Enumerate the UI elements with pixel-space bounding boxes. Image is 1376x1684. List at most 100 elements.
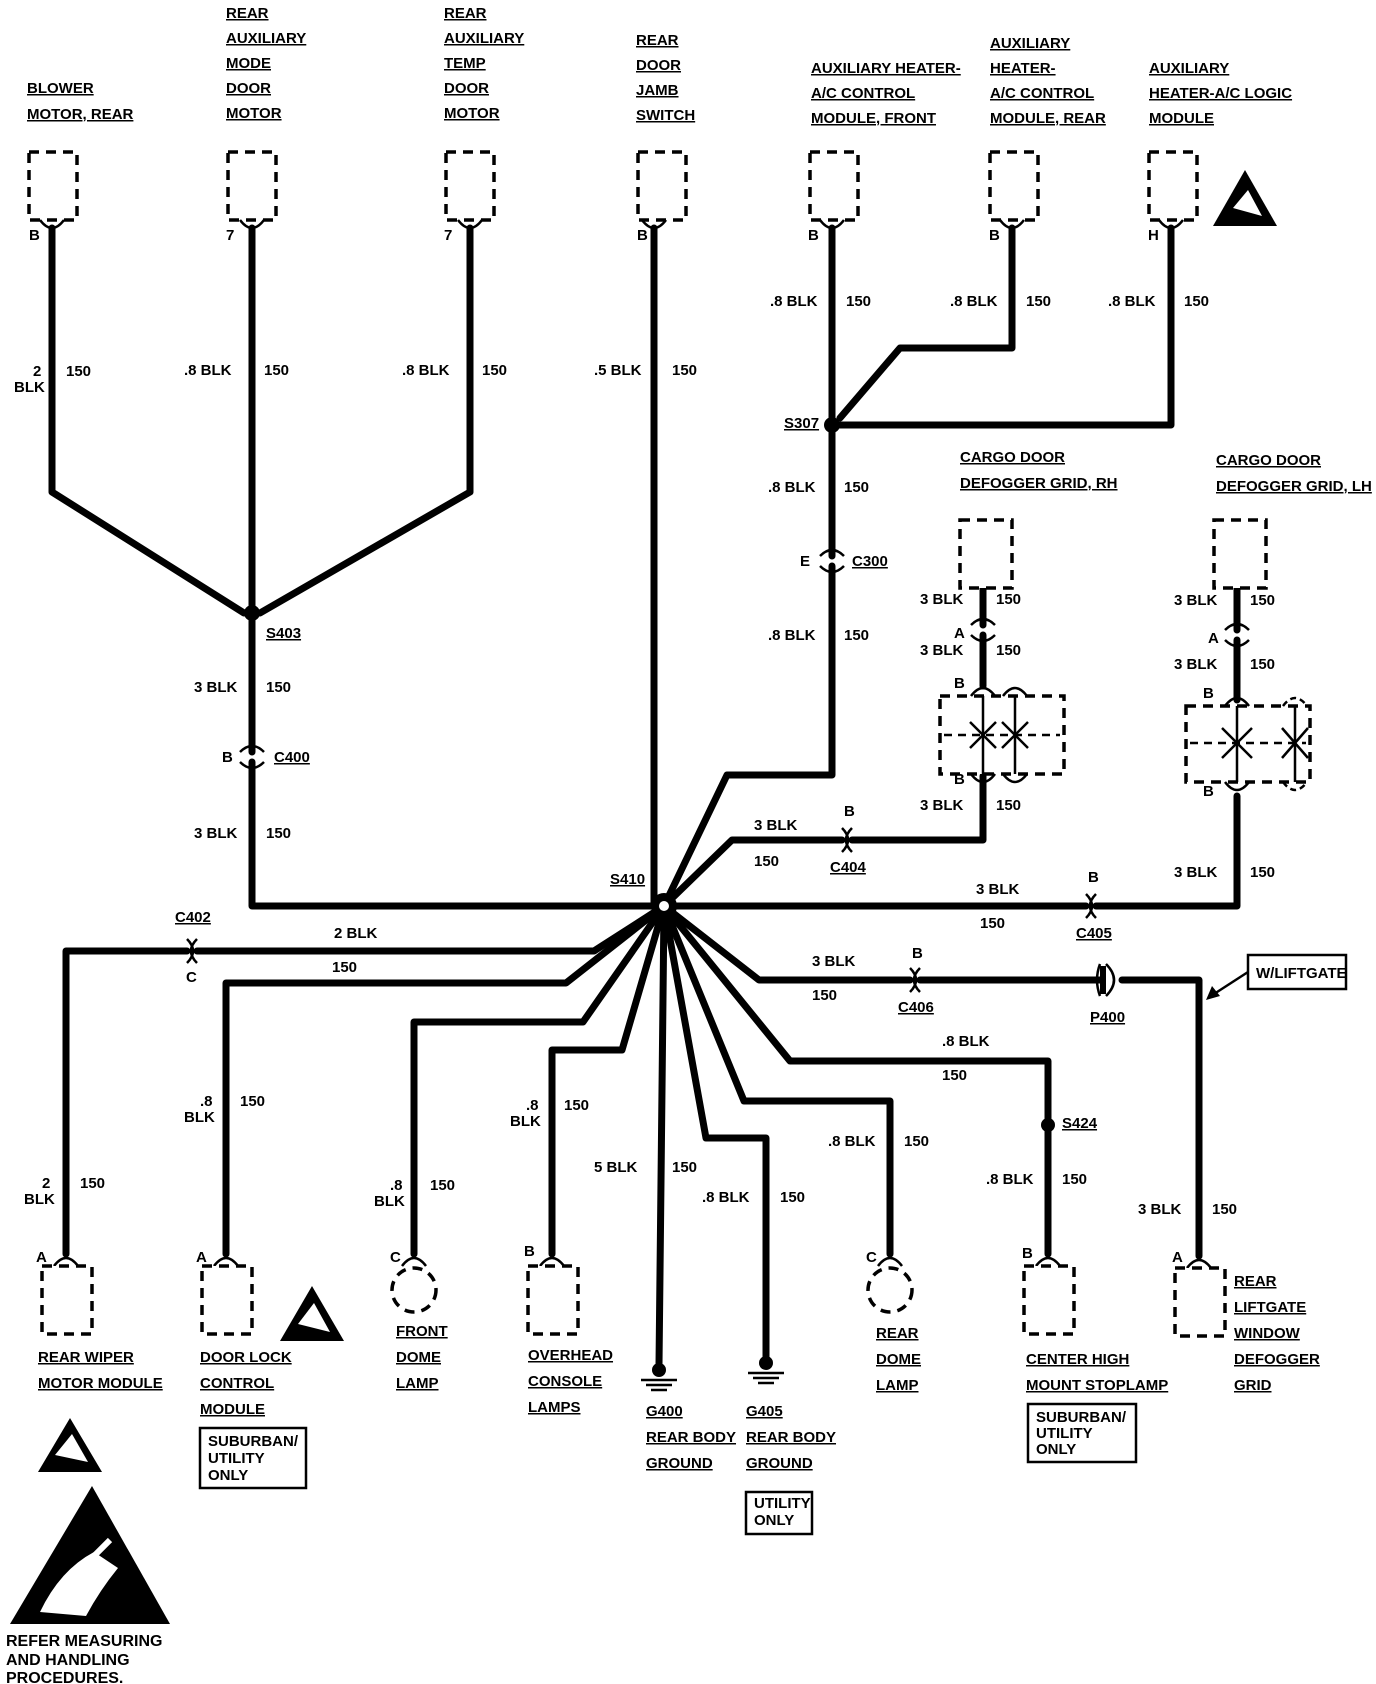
wire-front-dome-color: BLK — [374, 1193, 405, 1210]
splices — [244, 417, 1055, 1132]
mode-door-label-3: MODE — [226, 55, 271, 72]
liftgate-label-3: WINDOW — [1234, 1325, 1301, 1342]
suburban-chmsl-note-3: ONLY — [1036, 1441, 1076, 1458]
wire-s307-c300: .8 BLK — [768, 479, 816, 496]
front-dome-lamp — [390, 1256, 438, 1314]
pin-c300: E — [800, 553, 810, 570]
wire-jamb: .5 BLK — [594, 362, 642, 379]
door-lock-box — [200, 1256, 254, 1336]
wire-lh-bot-circuit: 150 — [1250, 864, 1275, 881]
wire-front-dome-size: .8 — [390, 1177, 403, 1194]
blower-motor-box — [27, 150, 79, 230]
suburban-note-3: ONLY — [208, 1467, 248, 1484]
mode-door-label-5: MOTOR — [226, 105, 282, 122]
esd-warning-icon — [10, 1486, 170, 1624]
suburban-note-1: SUBURBAN/ — [208, 1433, 299, 1450]
pin-rh-a: A — [954, 625, 965, 642]
wire-aux-rear-circuit: 150 — [1026, 293, 1051, 310]
aux-front-label-3: MODULE, FRONT — [811, 110, 936, 127]
aux-rear-label-1: AUXILIARY — [990, 35, 1070, 52]
suburban-box-chmsl — [1026, 1402, 1138, 1464]
temp-door-label-3: TEMP — [444, 55, 486, 72]
wire-g405-circuit: 150 — [780, 1189, 805, 1206]
wire-door-lock-circuit: 150 — [240, 1093, 265, 1110]
pin-blower: B — [29, 227, 40, 244]
wire-temp-door: .8 BLK — [402, 362, 450, 379]
wire-mode-door-circuit: 150 — [264, 362, 289, 379]
temp-door-motor-box — [444, 150, 496, 230]
wire-c400-s410-circuit: 150 — [266, 825, 291, 842]
g400-label-1: G400 — [646, 1403, 683, 1420]
wire-overhead-size: .8 — [526, 1097, 539, 1114]
splice-s307-label: S307 — [784, 415, 819, 432]
wire-temp-door-circuit: 150 — [482, 362, 507, 379]
wire-rear-dome-circuit: 150 — [904, 1133, 929, 1150]
pin-lh-b-bot: B — [1203, 783, 1214, 800]
suburban-note-2: UTILITY — [208, 1450, 265, 1467]
overhead-label-3: LAMPS — [528, 1399, 581, 1416]
wire-c404: 3 BLK — [754, 817, 798, 834]
splice-s424 — [1041, 1118, 1055, 1132]
connector-c300-label: C300 — [852, 553, 888, 570]
esd-note-3: PROCEDURES. — [6, 1670, 123, 1684]
wire-rear-wiper-color: BLK — [24, 1191, 55, 1208]
pin-overhead: B — [524, 1243, 535, 1260]
splice-s403-label: S403 — [266, 625, 301, 642]
g405-label-3: GROUND — [746, 1455, 813, 1472]
pin-front-dome: C — [390, 1249, 401, 1266]
chmsl-box — [1022, 1256, 1076, 1336]
pin-mode-door: 7 — [226, 227, 234, 244]
note-boxes — [198, 953, 1348, 1536]
wire-lh-top-circuit: 150 — [1250, 592, 1275, 609]
rear-dome-label-1: REAR — [876, 1325, 919, 1342]
temp-door-label-5: MOTOR — [444, 105, 500, 122]
aux-logic-label-3: MODULE — [1149, 110, 1214, 127]
wire-lh-mid-circuit: 150 — [1250, 656, 1275, 673]
aux-front-label-2: A/C CONTROL — [811, 85, 915, 102]
aux-logic-label-2: HEATER-A/C LOGIC — [1149, 85, 1292, 102]
suburban-chmsl-note-2: UTILITY — [1036, 1425, 1093, 1442]
mode-door-label-1: REAR — [226, 5, 269, 22]
aux-rear-box — [988, 150, 1040, 230]
pin-rh-b-top: B — [954, 675, 965, 692]
w-liftgate-box — [1246, 953, 1348, 991]
wire-jamb-circuit: 150 — [672, 362, 697, 379]
g400-label-3: GROUND — [646, 1455, 713, 1472]
pin-rear-dome: C — [866, 1249, 877, 1266]
rear-dome-lamp — [866, 1256, 914, 1314]
pin-jamb: B — [637, 227, 648, 244]
pin-c404: B — [844, 803, 855, 820]
wire-chmsl: .8 BLK — [986, 1171, 1034, 1188]
splice-s410-label: S410 — [610, 871, 645, 888]
wire-c406-circuit: 150 — [812, 987, 837, 1004]
temp-door-label-2: AUXILIARY — [444, 30, 524, 47]
wire-rh-bot-circuit: 150 — [996, 797, 1021, 814]
wire-c405: 3 BLK — [976, 881, 1020, 898]
chmsl-label-2: MOUNT STOPLAMP — [1026, 1377, 1168, 1394]
aux-rear-label-4: MODULE, REAR — [990, 110, 1106, 127]
wire-c406: 3 BLK — [812, 953, 856, 970]
connector-c405-label: C405 — [1076, 925, 1112, 942]
jamb-switch-box — [636, 150, 688, 230]
wire-aux-front-circuit: 150 — [846, 293, 871, 310]
wire-mode-door: .8 BLK — [184, 362, 232, 379]
cargo-rh-box — [958, 518, 1014, 590]
wire-rh-top-circuit: 150 — [996, 591, 1021, 608]
aux-rear-label-2: HEATER- — [990, 60, 1056, 77]
temp-door-label-1: REAR — [444, 5, 487, 22]
mode-door-motor-box — [226, 150, 278, 230]
utility-only-note-1: UTILITY — [754, 1495, 811, 1512]
pin-temp-door: 7 — [444, 227, 452, 244]
front-dome-label-1: FRONT — [396, 1323, 448, 1340]
top-components — [27, 150, 1268, 590]
esd-warning-icon — [1213, 170, 1277, 226]
cargo-rh-label-2: DEFOGGER GRID, RH — [960, 475, 1118, 492]
g405-label-2: REAR BODY — [746, 1429, 836, 1446]
esd-warning-icon — [38, 1418, 102, 1472]
pin-c406: B — [912, 945, 923, 962]
suburban-box-door-lock — [198, 1426, 308, 1490]
esd-note-2: AND HANDLING — [6, 1652, 130, 1669]
connector-c400-label: C400 — [274, 749, 310, 766]
jamb-label-1: REAR — [636, 32, 679, 49]
